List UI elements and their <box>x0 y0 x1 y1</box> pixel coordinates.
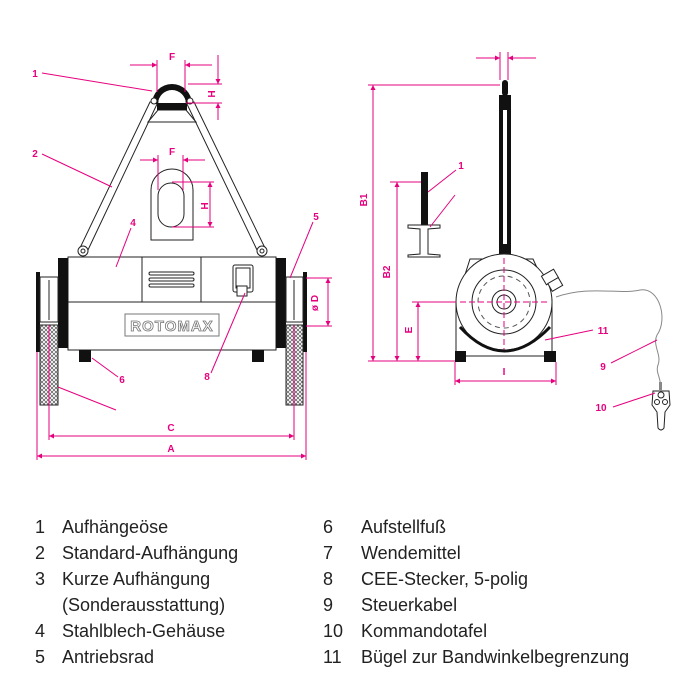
legend-item: 9 Steuerkabel <box>323 592 663 618</box>
legend-number: 5 <box>35 647 46 667</box>
legend-item: 6 Aufstellfuß <box>323 514 663 540</box>
legend-text: Kommandotafel <box>361 621 488 641</box>
short-suspension <box>150 168 194 241</box>
legend-number: 4 <box>35 621 46 641</box>
legend-number: 11 <box>323 647 342 667</box>
dim-B1: B1 <box>359 193 370 206</box>
drive-wheel-right <box>285 272 307 406</box>
dim-H-short: H <box>198 202 209 209</box>
legend-text: Stahlblech-Gehäuse <box>62 621 226 641</box>
legend-text: Standard-Aufhängung <box>62 543 239 563</box>
legend-text: Antriebsrad <box>62 647 155 667</box>
brand-logo: ROTOMAX <box>130 318 213 335</box>
suspension-rod <box>499 80 511 257</box>
front-view: ROTOMAX <box>32 52 332 460</box>
legend-item: 4 Stahlblech-Gehäuse <box>35 618 325 644</box>
legend-item: 3 Kurze Aufhängung <box>35 566 325 592</box>
legend-text: Aufstellfuß <box>361 517 447 537</box>
dim-A: A <box>167 444 174 455</box>
callout-1-side: 1 <box>458 161 464 172</box>
callout-6: 6 <box>119 375 125 386</box>
standard-suspension <box>78 101 267 253</box>
legend-item: 7 Wendemittel <box>323 540 663 566</box>
legend-number: 10 <box>323 621 344 641</box>
legend-number: 9 <box>323 595 334 615</box>
drive-wheel-left <box>36 272 59 406</box>
dim-C: C <box>167 423 174 434</box>
control-cable <box>555 289 663 387</box>
band-angle-bracket <box>458 325 552 353</box>
dim-B2: B2 <box>382 265 393 278</box>
legend-number: 1 <box>35 517 46 537</box>
housing-side <box>455 253 564 357</box>
cee-plug <box>232 264 254 297</box>
legend-number <box>35 592 62 618</box>
side-view: B1 B2 E I 1 11 9 10 <box>359 52 671 431</box>
suspension-eye <box>150 84 194 110</box>
dim-F-short: F <box>169 147 175 158</box>
dim-F-top: F <box>169 52 175 63</box>
dim-I: I <box>503 367 506 378</box>
short-suspension-side <box>407 172 441 258</box>
legend-item: 5 Antriebsrad <box>35 644 325 670</box>
dim-D: ø D <box>310 295 321 311</box>
legend-text: Steuerkabel <box>361 595 458 615</box>
dimension-lines <box>36 55 332 460</box>
legend-number: 8 <box>323 569 334 589</box>
callout-2: 2 <box>32 149 38 160</box>
legend-item: 1 Aufhängeöse <box>35 514 325 540</box>
feet-side <box>455 351 556 362</box>
legend-text: Bügel zur Bandwinkelbegrenzung <box>361 647 630 667</box>
legend-item: 10 Kommandotafel <box>323 618 663 644</box>
legend-item: 2 Standard-Aufhängung <box>35 540 325 566</box>
legend-text: Kurze Aufhängung <box>62 569 211 589</box>
callout-lines-front <box>41 72 314 411</box>
legend-text: (Sonderausstattung) <box>62 595 226 615</box>
dim-H-top: H <box>205 90 216 97</box>
legend-number: 6 <box>323 517 334 537</box>
callout-10: 10 <box>595 403 607 414</box>
callout-5: 5 <box>313 212 319 223</box>
legend-number: 7 <box>323 543 334 563</box>
control-panel <box>651 382 671 431</box>
callout-11: 11 <box>598 326 609 337</box>
callout-8: 8 <box>204 372 210 383</box>
legend-item: 8 CEE-Stecker, 5-polig <box>323 566 563 592</box>
legend-text: Aufhängeöse <box>62 517 169 537</box>
legend-item: (Sonderausstattung) <box>35 592 325 618</box>
dimension-lines-side <box>368 52 557 385</box>
callout-9: 9 <box>600 362 606 373</box>
legend-right: 6 Aufstellfuß 7 Wendemittel 8 CEE-Stecker, … <box>323 514 663 670</box>
legend-text: CEE-Stecker, 5-polig <box>361 569 529 589</box>
callout-4: 4 <box>130 218 136 229</box>
legend-number: 3 <box>35 569 46 589</box>
callout-lines-side <box>427 169 658 408</box>
legend-number: 2 <box>35 543 46 563</box>
callout-1: 1 <box>32 69 38 80</box>
dim-E: E <box>404 326 415 333</box>
feet <box>79 350 264 362</box>
legend-text: Wendemittel <box>361 543 461 563</box>
legend-item: 11 Bügel zur Bandwinkelbegrenzung <box>323 644 663 670</box>
legend-left: 1 Aufhängeöse 2 Standard-Aufhängung 3 Kurze… <box>35 514 325 670</box>
